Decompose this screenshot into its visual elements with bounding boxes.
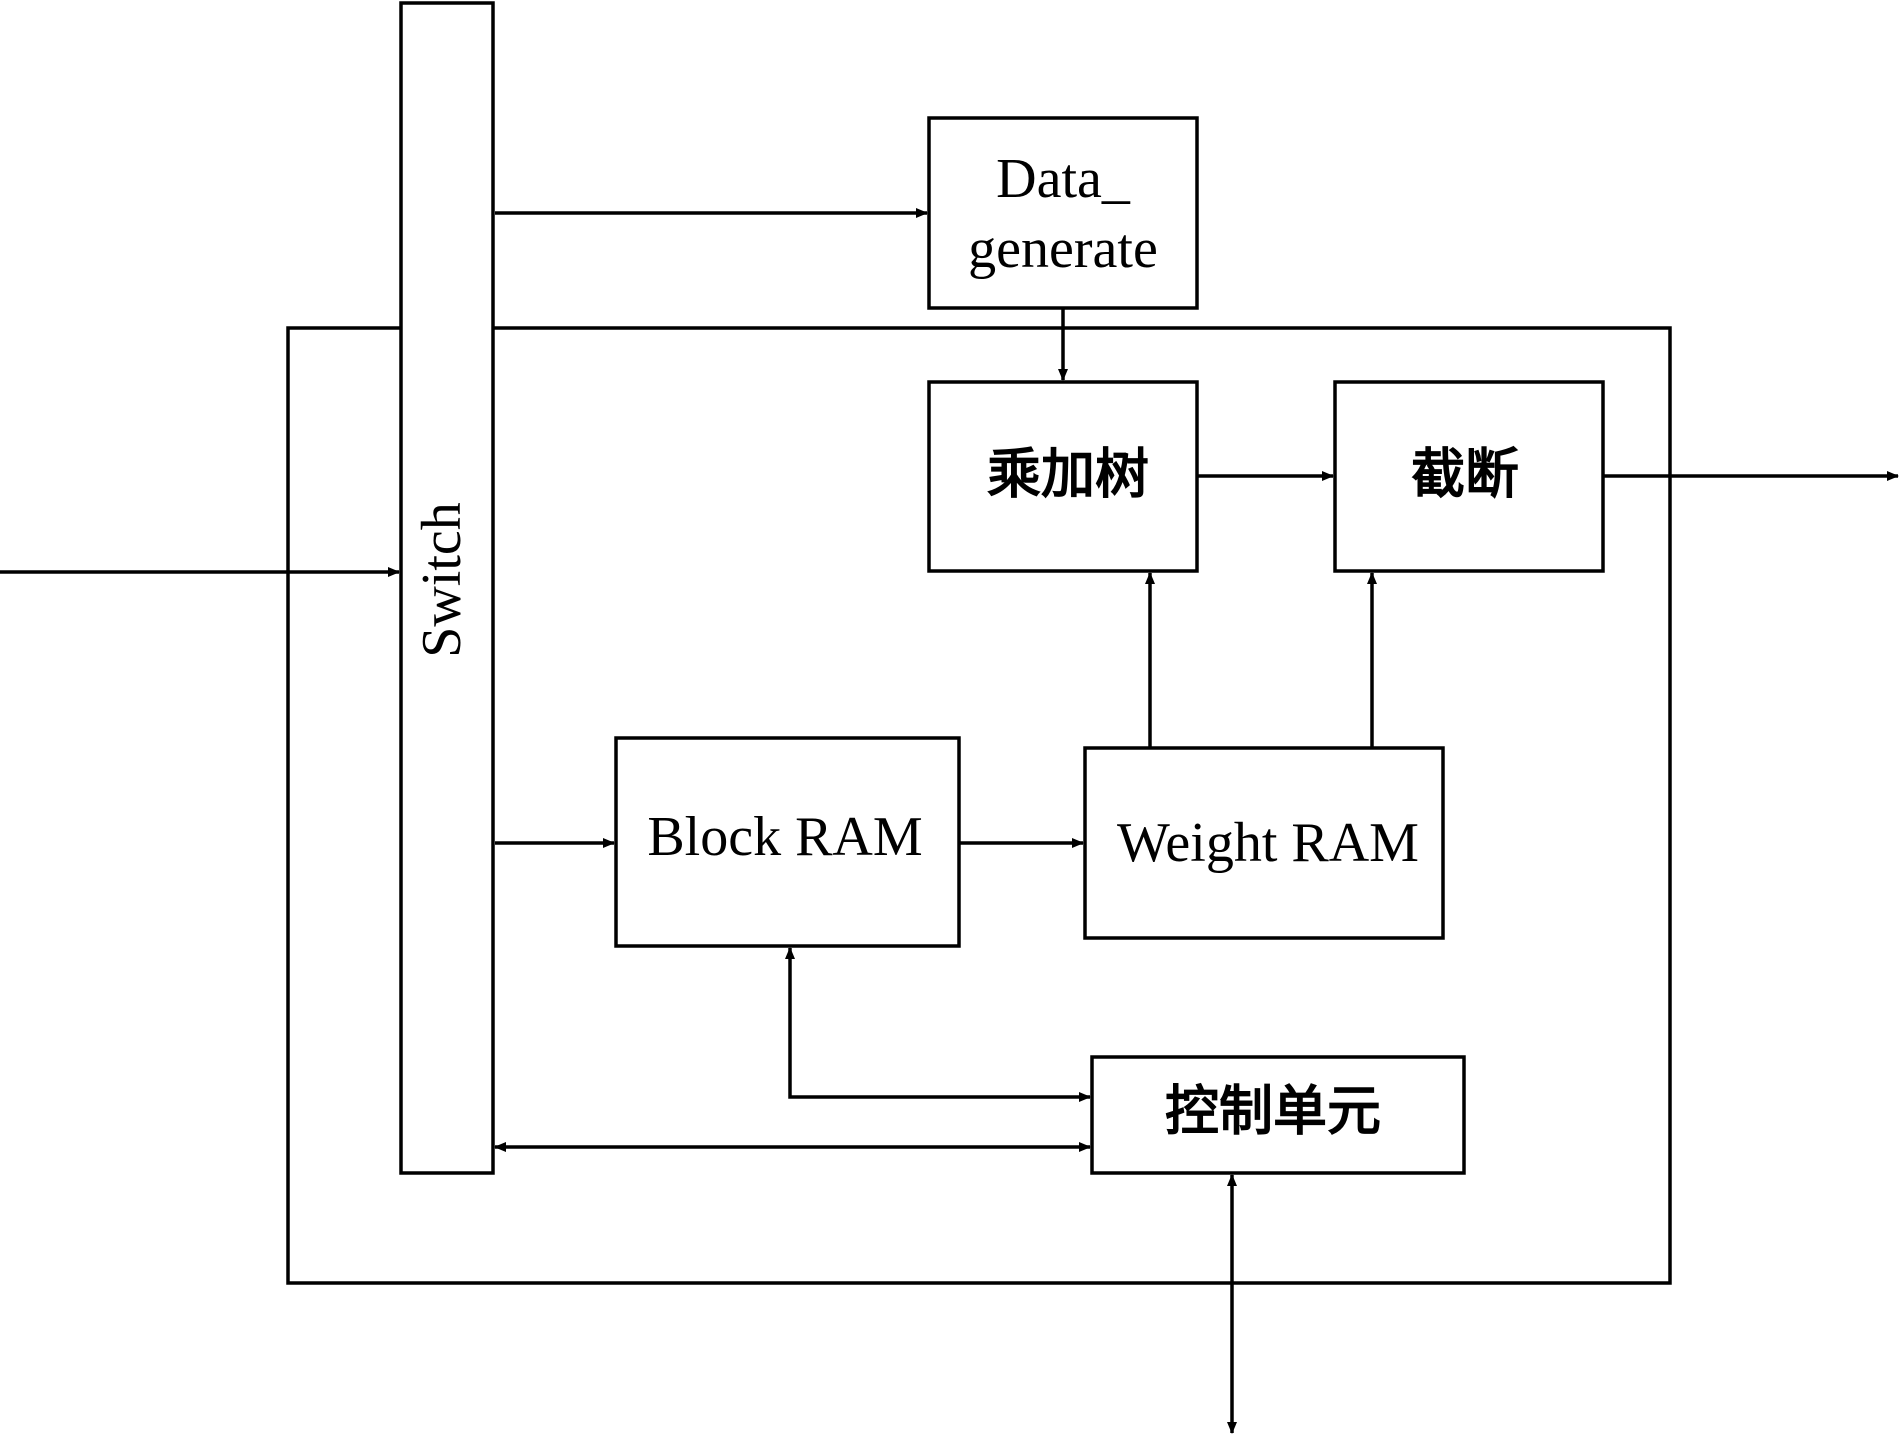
- data-generate-label-line2: generate: [968, 218, 1158, 280]
- switch-label: Switch: [411, 502, 473, 658]
- truncation-block: 截断: [1333, 380, 1605, 573]
- module-frame: [286, 326, 1672, 1285]
- switch-block: Switch: [399, 1, 495, 1175]
- control-unit-block: 控制单元: [1090, 1055, 1466, 1175]
- data-generate-label-line1: Data_: [996, 148, 1131, 210]
- block-ram-label: Block RAM: [647, 806, 922, 868]
- arrow-block-ram-control-unit: [785, 947, 1091, 1102]
- block-ram-block: Block RAM: [614, 736, 961, 948]
- data-generate-block: Data_ generate: [927, 116, 1199, 310]
- mac-tree-block: 乘加树: [927, 380, 1199, 573]
- truncation-label: 截断: [1411, 443, 1519, 506]
- mac-tree-label: 乘加树: [987, 443, 1149, 506]
- weight-ram-label: Weight RAM: [1117, 812, 1419, 874]
- control-unit-label: 控制单元: [1165, 1080, 1381, 1143]
- weight-ram-block: Weight RAM: [1083, 746, 1445, 940]
